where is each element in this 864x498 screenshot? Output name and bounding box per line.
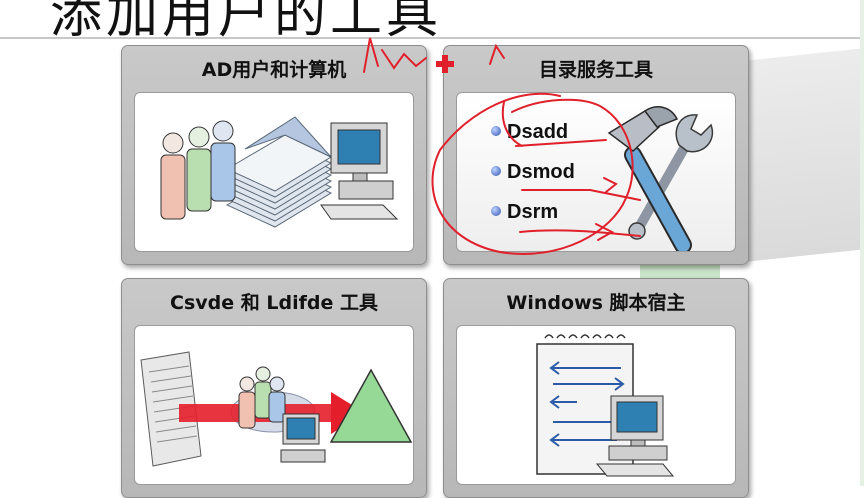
panel-title-ad-users: AD用户和计算机 [201,59,347,81]
panel-title-windows-script-host: Windows 脚本宿主 [506,292,686,314]
panel-directory-tools[interactable]: 目录服务工具 Dsadd Dsmod Dsrm [443,45,749,265]
panel-image-ad-users [134,92,414,252]
hammer-wrench-icon [607,106,714,251]
panel-image-csvde-ldifde [134,325,414,485]
panel-title-csvde-ldifde: Csvde 和 Ldifde 工具 [170,292,378,314]
panel-image-directory-tools: Dsadd Dsmod Dsrm [456,92,736,252]
users-computer-icon [160,116,399,228]
import-export-icon [140,351,413,467]
background-decoration-green [640,262,720,278]
panel-ad-users[interactable]: AD用户和计算机 [121,45,427,265]
panel-csvde-ldifde[interactable]: Csvde 和 Ldifde 工具 [121,278,427,498]
slide-title: 添加用户的工具 [50,0,443,45]
script-computer-icon [536,334,675,477]
plus-icon [436,55,454,73]
panel-title-directory-tools: 目录服务工具 [538,59,653,81]
panel-windows-script-host[interactable]: Windows 脚本宿主 [443,278,749,498]
panel-image-windows-script-host [456,325,736,485]
title-divider [0,37,864,39]
right-edge-stripe [860,0,864,486]
